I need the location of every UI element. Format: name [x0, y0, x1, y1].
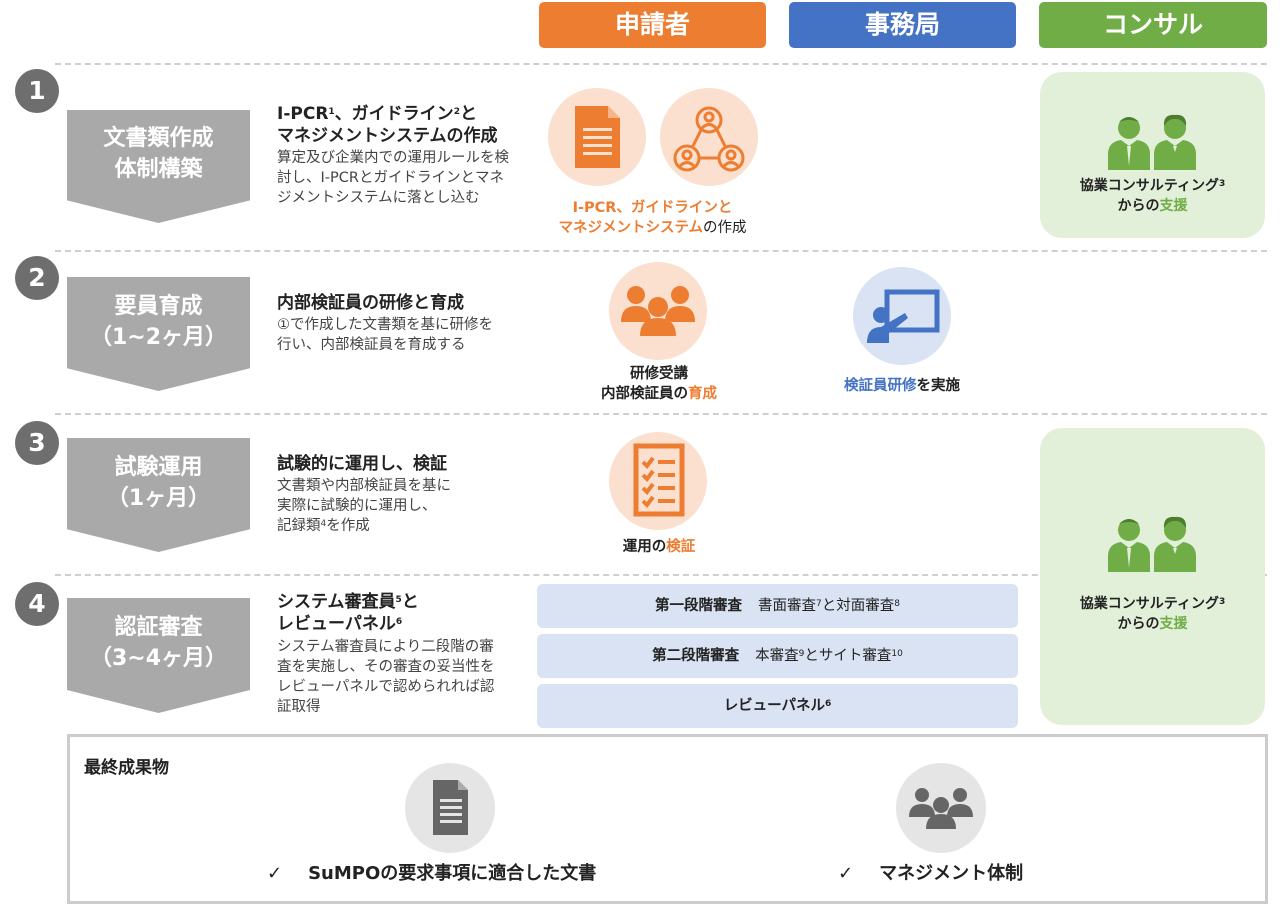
people-network-icon — [660, 88, 758, 186]
step-number: 3 — [15, 421, 59, 465]
step-title: 内部検証員の研修と育成 — [277, 293, 464, 313]
step-description: 文書類や内部検証員を基に 実際に試験的に運用し、 記録類4を作成 — [277, 478, 451, 534]
consultants-icon — [1108, 114, 1196, 170]
step1-caption: I-PCR、ガイドラインと マネジメントシステムの作成 — [558, 200, 747, 236]
review-stage-2: 第二段階審査本審査9とサイト審査10 — [537, 634, 1018, 678]
step-number: 2 — [15, 256, 59, 300]
check-icon: ✓ — [838, 863, 854, 884]
presentation-icon — [853, 267, 951, 365]
document-icon — [548, 88, 646, 186]
final-deliverables-title: 最終成果物 — [84, 758, 169, 778]
step-title: システム審査員5と レビューパネル6 — [277, 592, 419, 634]
group-icon — [896, 763, 986, 853]
consultant-support-caption: 協業コンサルティング3 からの支援 — [1079, 178, 1226, 214]
step-description: システム審査員により二段階の審査を実施し、その審査の妥当性をレビューパネルで認め… — [277, 639, 495, 715]
step-chevron: 認証審査 （3~4ヶ月） — [67, 598, 250, 713]
step-chevron: 試験運用 （1ヶ月） — [67, 438, 250, 552]
deliverable-documents: ✓SuMPOの要求事項に適合した文書 — [267, 863, 597, 884]
step-chevron-line: 試験運用 — [114, 455, 203, 480]
step-number: 4 — [15, 582, 59, 626]
step-number: 1 — [15, 69, 59, 113]
review-stage-1: 第一段階審査書面審査7と対面審査8 — [537, 584, 1018, 628]
step-chevron: 要員育成 （1~2ヶ月） — [67, 277, 250, 391]
step-title: 試験的に運用し、検証 — [277, 454, 447, 474]
step-chevron-line: （1~2ヶ月） — [89, 325, 228, 350]
check-icon: ✓ — [267, 863, 283, 884]
step-chevron-line: 要員育成 — [114, 294, 203, 319]
consultant-support-caption: 協業コンサルティング3 からの支援 — [1079, 596, 1226, 632]
step-description: 算定及び企業内での運用ルールを検討し、I-PCRとガイドラインとマネジメントシス… — [277, 150, 509, 206]
consultants-icon — [1108, 516, 1196, 572]
step-chevron-line: 認証審査 — [114, 615, 203, 640]
step2-applicant-caption: 研修受講 内部検証員の育成 — [601, 366, 717, 402]
row-divider — [55, 250, 1267, 252]
step3-caption: 運用の検証 — [622, 539, 696, 555]
column-header-applicant: 申請者 — [539, 2, 766, 48]
final-deliverables-box: 最終成果物 ✓SuMPOの要求事項に適合した文書 ✓マネジメント体制 — [67, 734, 1268, 904]
step2-secretariat-caption: 検証員研修を実施 — [844, 378, 960, 394]
step-chevron-line: 体制構築 — [114, 157, 203, 182]
column-header-secretariat: 事務局 — [789, 2, 1016, 48]
step-chevron: 文書類作成 体制構築 — [67, 110, 250, 223]
row-divider — [55, 63, 1267, 65]
row-divider — [55, 574, 1267, 576]
group-icon — [609, 262, 707, 360]
review-panel: レビューパネル6 — [537, 684, 1018, 728]
row-divider — [55, 413, 1267, 415]
deliverable-management-system: ✓マネジメント体制 — [838, 863, 1024, 884]
step-chevron-line: （3~4ヶ月） — [89, 646, 228, 671]
step-chevron-line: 文書類作成 — [103, 126, 214, 151]
consultant-support-box: 協業コンサルティング3 からの支援 — [1040, 72, 1265, 238]
checklist-icon — [609, 432, 707, 530]
step-title: I-PCR1、ガイドライン2と マネジメントシステムの作成 — [277, 104, 498, 146]
document-icon — [405, 763, 495, 853]
consultant-support-box: 協業コンサルティング3 からの支援 — [1040, 428, 1265, 725]
column-header-consultant: コンサル — [1039, 2, 1267, 48]
step-description: ①で作成した文書類を基に研修を行い、内部検証員を育成する — [277, 317, 493, 353]
step-chevron-line: （1ヶ月） — [106, 486, 211, 511]
